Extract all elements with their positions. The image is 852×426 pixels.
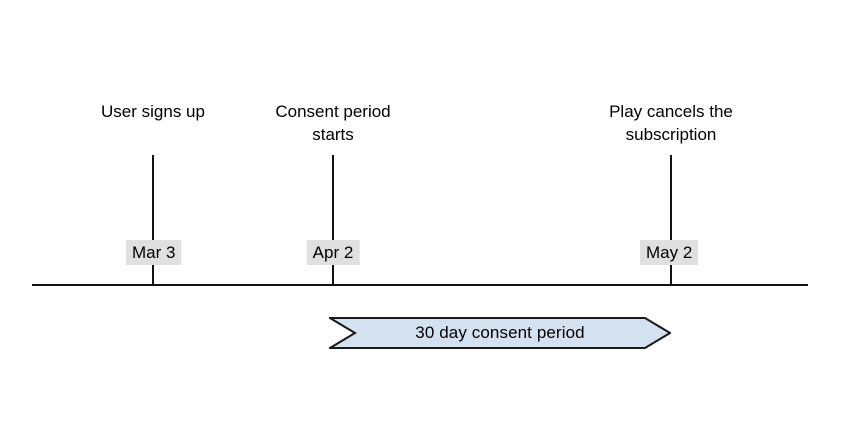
banner-arrow-polygon (329, 317, 671, 349)
double-chevron-shape (329, 317, 671, 349)
event-label-consent-period-starts: Consent period starts (275, 102, 391, 144)
timeline-axis (32, 284, 808, 286)
event-tick-play-cancels-subscription (670, 155, 672, 285)
event-date-chip-may-2: May 2 (640, 240, 699, 265)
banner-label: 30 day consent period (415, 323, 585, 342)
event-date-chip-mar-3: Mar 3 (126, 240, 182, 265)
event-date-chip-apr-2: Apr 2 (306, 240, 360, 265)
event-label-user-signs-up: User signs up (101, 102, 205, 121)
consent-period-banner: 30 day consent period (329, 317, 671, 349)
event-label-play-cancels-subscription: Play cancels the subscription (609, 102, 733, 144)
event-tick-user-signs-up (152, 155, 154, 285)
event-tick-consent-period-starts (332, 155, 334, 285)
